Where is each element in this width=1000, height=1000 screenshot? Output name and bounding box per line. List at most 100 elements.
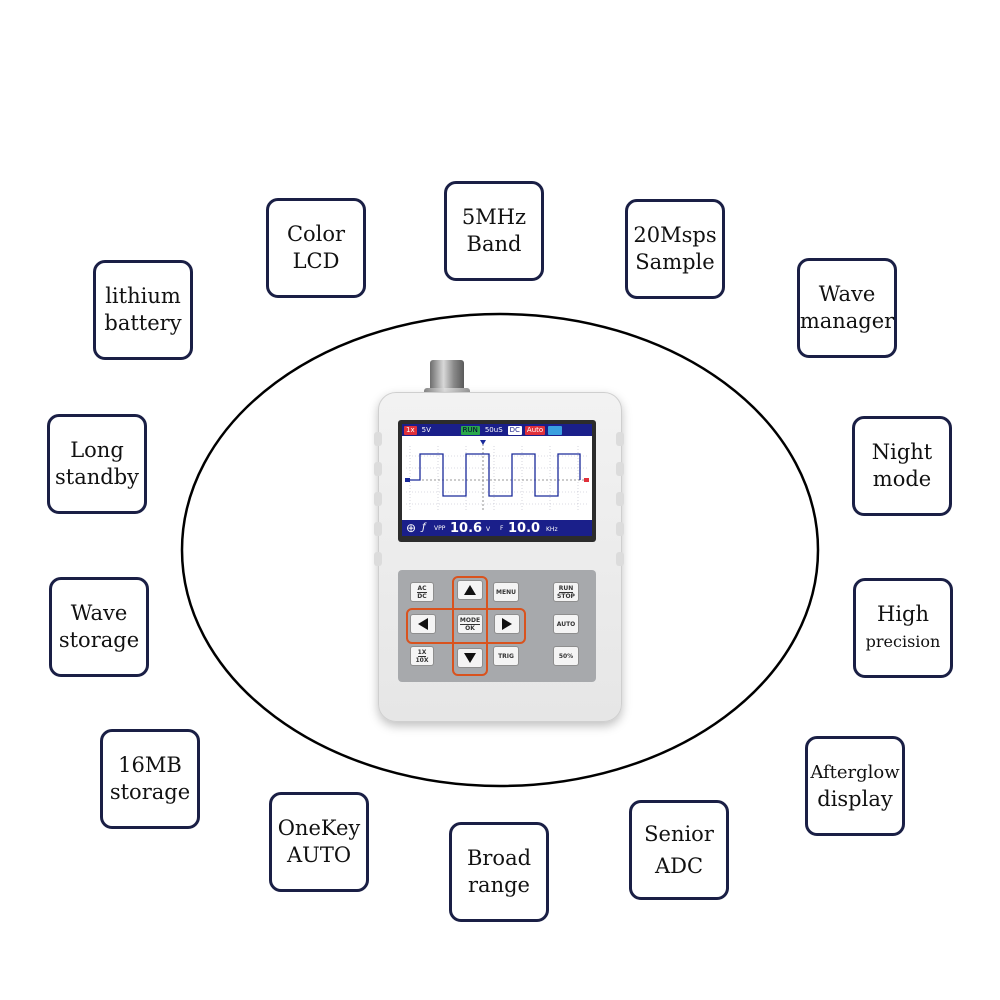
feature-5mhz-band: 5MHz Band	[444, 181, 544, 281]
probe-ratio-button[interactable]: 1X 10X	[410, 646, 434, 666]
feature-long-standby: Long standby	[47, 414, 147, 514]
feature-line: range	[468, 873, 530, 897]
feature-line: Broad	[466, 846, 532, 870]
freq-unit: KHz	[546, 526, 558, 533]
feature-broad-range: Broad range	[449, 822, 549, 922]
trigger-marker-icon	[480, 440, 486, 445]
feature-line: Long	[70, 438, 124, 462]
side-grip	[616, 552, 624, 566]
feature-wave-storage: Wave storage	[49, 577, 149, 677]
oscilloscope-device: 1x 5V RUN 50uS DC Auto	[374, 392, 624, 722]
lcd-screen: 1x 5V RUN 50uS DC Auto	[402, 424, 592, 536]
auto-label: AUTO	[556, 620, 576, 628]
edge-icon: ƒ	[422, 522, 426, 533]
device-ellipse	[180, 312, 820, 788]
feature-line: Band	[466, 232, 522, 256]
feature-line: Sample	[635, 250, 715, 274]
battery-icon	[548, 425, 563, 435]
feature-line: lithium	[105, 284, 181, 308]
run-label: RUN	[558, 584, 574, 593]
feature-afterglow-display: Afterglow display	[805, 736, 905, 836]
dpad-outline	[406, 608, 526, 644]
feature-line: 16MB	[118, 753, 182, 777]
status-bar: 1x 5V RUN 50uS DC Auto	[402, 424, 592, 436]
stop-label: STOP	[557, 592, 575, 600]
side-grip	[616, 432, 624, 446]
down-button[interactable]	[457, 648, 483, 668]
keypad: AC DC MENU RUN STOP MODE OK	[398, 570, 596, 682]
left-button[interactable]	[410, 614, 436, 634]
feature-senior-adc: Senior ADC	[629, 800, 729, 900]
vpp-label: VPP	[434, 525, 446, 532]
ok-label: OK	[465, 624, 475, 632]
feature-line: display	[817, 787, 893, 811]
time-div: 50uS	[484, 425, 503, 434]
feature-line: Color	[286, 222, 346, 246]
fifty-percent-button[interactable]: 50%	[553, 646, 579, 666]
volts-div: 5V	[421, 425, 431, 434]
auto-button[interactable]: AUTO	[553, 614, 579, 634]
feature-line: manager	[799, 309, 895, 333]
run-stop-button[interactable]: RUN STOP	[553, 582, 579, 602]
up-button[interactable]	[457, 580, 483, 600]
feature-line: Senior	[644, 822, 714, 846]
arrow-left-icon	[418, 618, 428, 630]
feature-line: Night	[871, 440, 933, 464]
feature-wave-manager: Wave manager	[797, 258, 897, 358]
side-grip	[374, 432, 382, 446]
feature-line: OneKey	[277, 816, 361, 840]
arrow-right-icon	[502, 618, 512, 630]
mode-ok-button[interactable]: MODE OK	[457, 614, 483, 634]
feature-line: mode	[872, 467, 932, 491]
feature-color-lcd: Color LCD	[266, 198, 366, 298]
side-grip	[616, 462, 624, 476]
feature-line: Wave	[818, 282, 876, 306]
feature-night-mode: Night mode	[852, 416, 952, 516]
feature-16mb-storage: 16MB storage	[100, 729, 200, 829]
feature-20msps-sample: 20Msps Sample	[625, 199, 725, 299]
vpp-value: 10.6	[450, 521, 483, 536]
waveform-display	[405, 440, 589, 512]
acdc-button[interactable]: AC DC	[410, 582, 434, 602]
square-wave-trace	[410, 453, 581, 497]
x1-label: 1X	[417, 648, 427, 657]
menu-button[interactable]: MENU	[493, 582, 519, 602]
feature-line: 5MHz	[461, 205, 527, 229]
right-button[interactable]	[494, 614, 520, 634]
run-badge: RUN	[460, 425, 480, 435]
feature-line: 20Msps	[633, 223, 717, 247]
feature-line: LCD	[292, 249, 340, 273]
coupling-badge: DC	[507, 425, 522, 435]
feature-line: AUTO	[286, 843, 352, 867]
channel-badge: 1x	[404, 425, 417, 435]
feature-line: High	[877, 602, 929, 626]
feature-lithium-battery: lithium battery	[93, 260, 193, 360]
side-grip	[374, 552, 382, 566]
feature-line: Afterglow	[810, 762, 900, 783]
freq-label: F	[500, 525, 504, 532]
fifty-percent-label: 50%	[558, 652, 574, 660]
measurement-bar: ⊕ ƒ VPP 10.6 V F 10.0 KHz	[402, 520, 592, 536]
feature-high-precision: High precision	[853, 578, 953, 678]
feature-line: storage	[109, 780, 191, 804]
trig-label: TRIG	[498, 652, 514, 660]
mode-label: MODE	[459, 616, 481, 625]
side-grip	[374, 462, 382, 476]
side-grip	[616, 492, 624, 506]
side-grip	[374, 492, 382, 506]
dpad-outline	[452, 576, 488, 676]
feature-line: ADC	[654, 854, 704, 878]
vpp-unit: V	[486, 526, 491, 533]
feature-line: standby	[54, 465, 139, 489]
acdc-bottom-label: DC	[417, 592, 427, 600]
trig-button[interactable]: TRIG	[493, 646, 519, 666]
side-grip	[374, 522, 382, 536]
feature-line: Wave	[70, 601, 128, 625]
arrow-up-icon	[464, 585, 476, 595]
arrow-down-icon	[464, 653, 476, 663]
freq-value: 10.0	[508, 521, 541, 536]
feature-onekey-auto: OneKey AUTO	[269, 792, 369, 892]
feature-line: precision	[865, 632, 941, 651]
feature-line: battery	[104, 311, 182, 335]
